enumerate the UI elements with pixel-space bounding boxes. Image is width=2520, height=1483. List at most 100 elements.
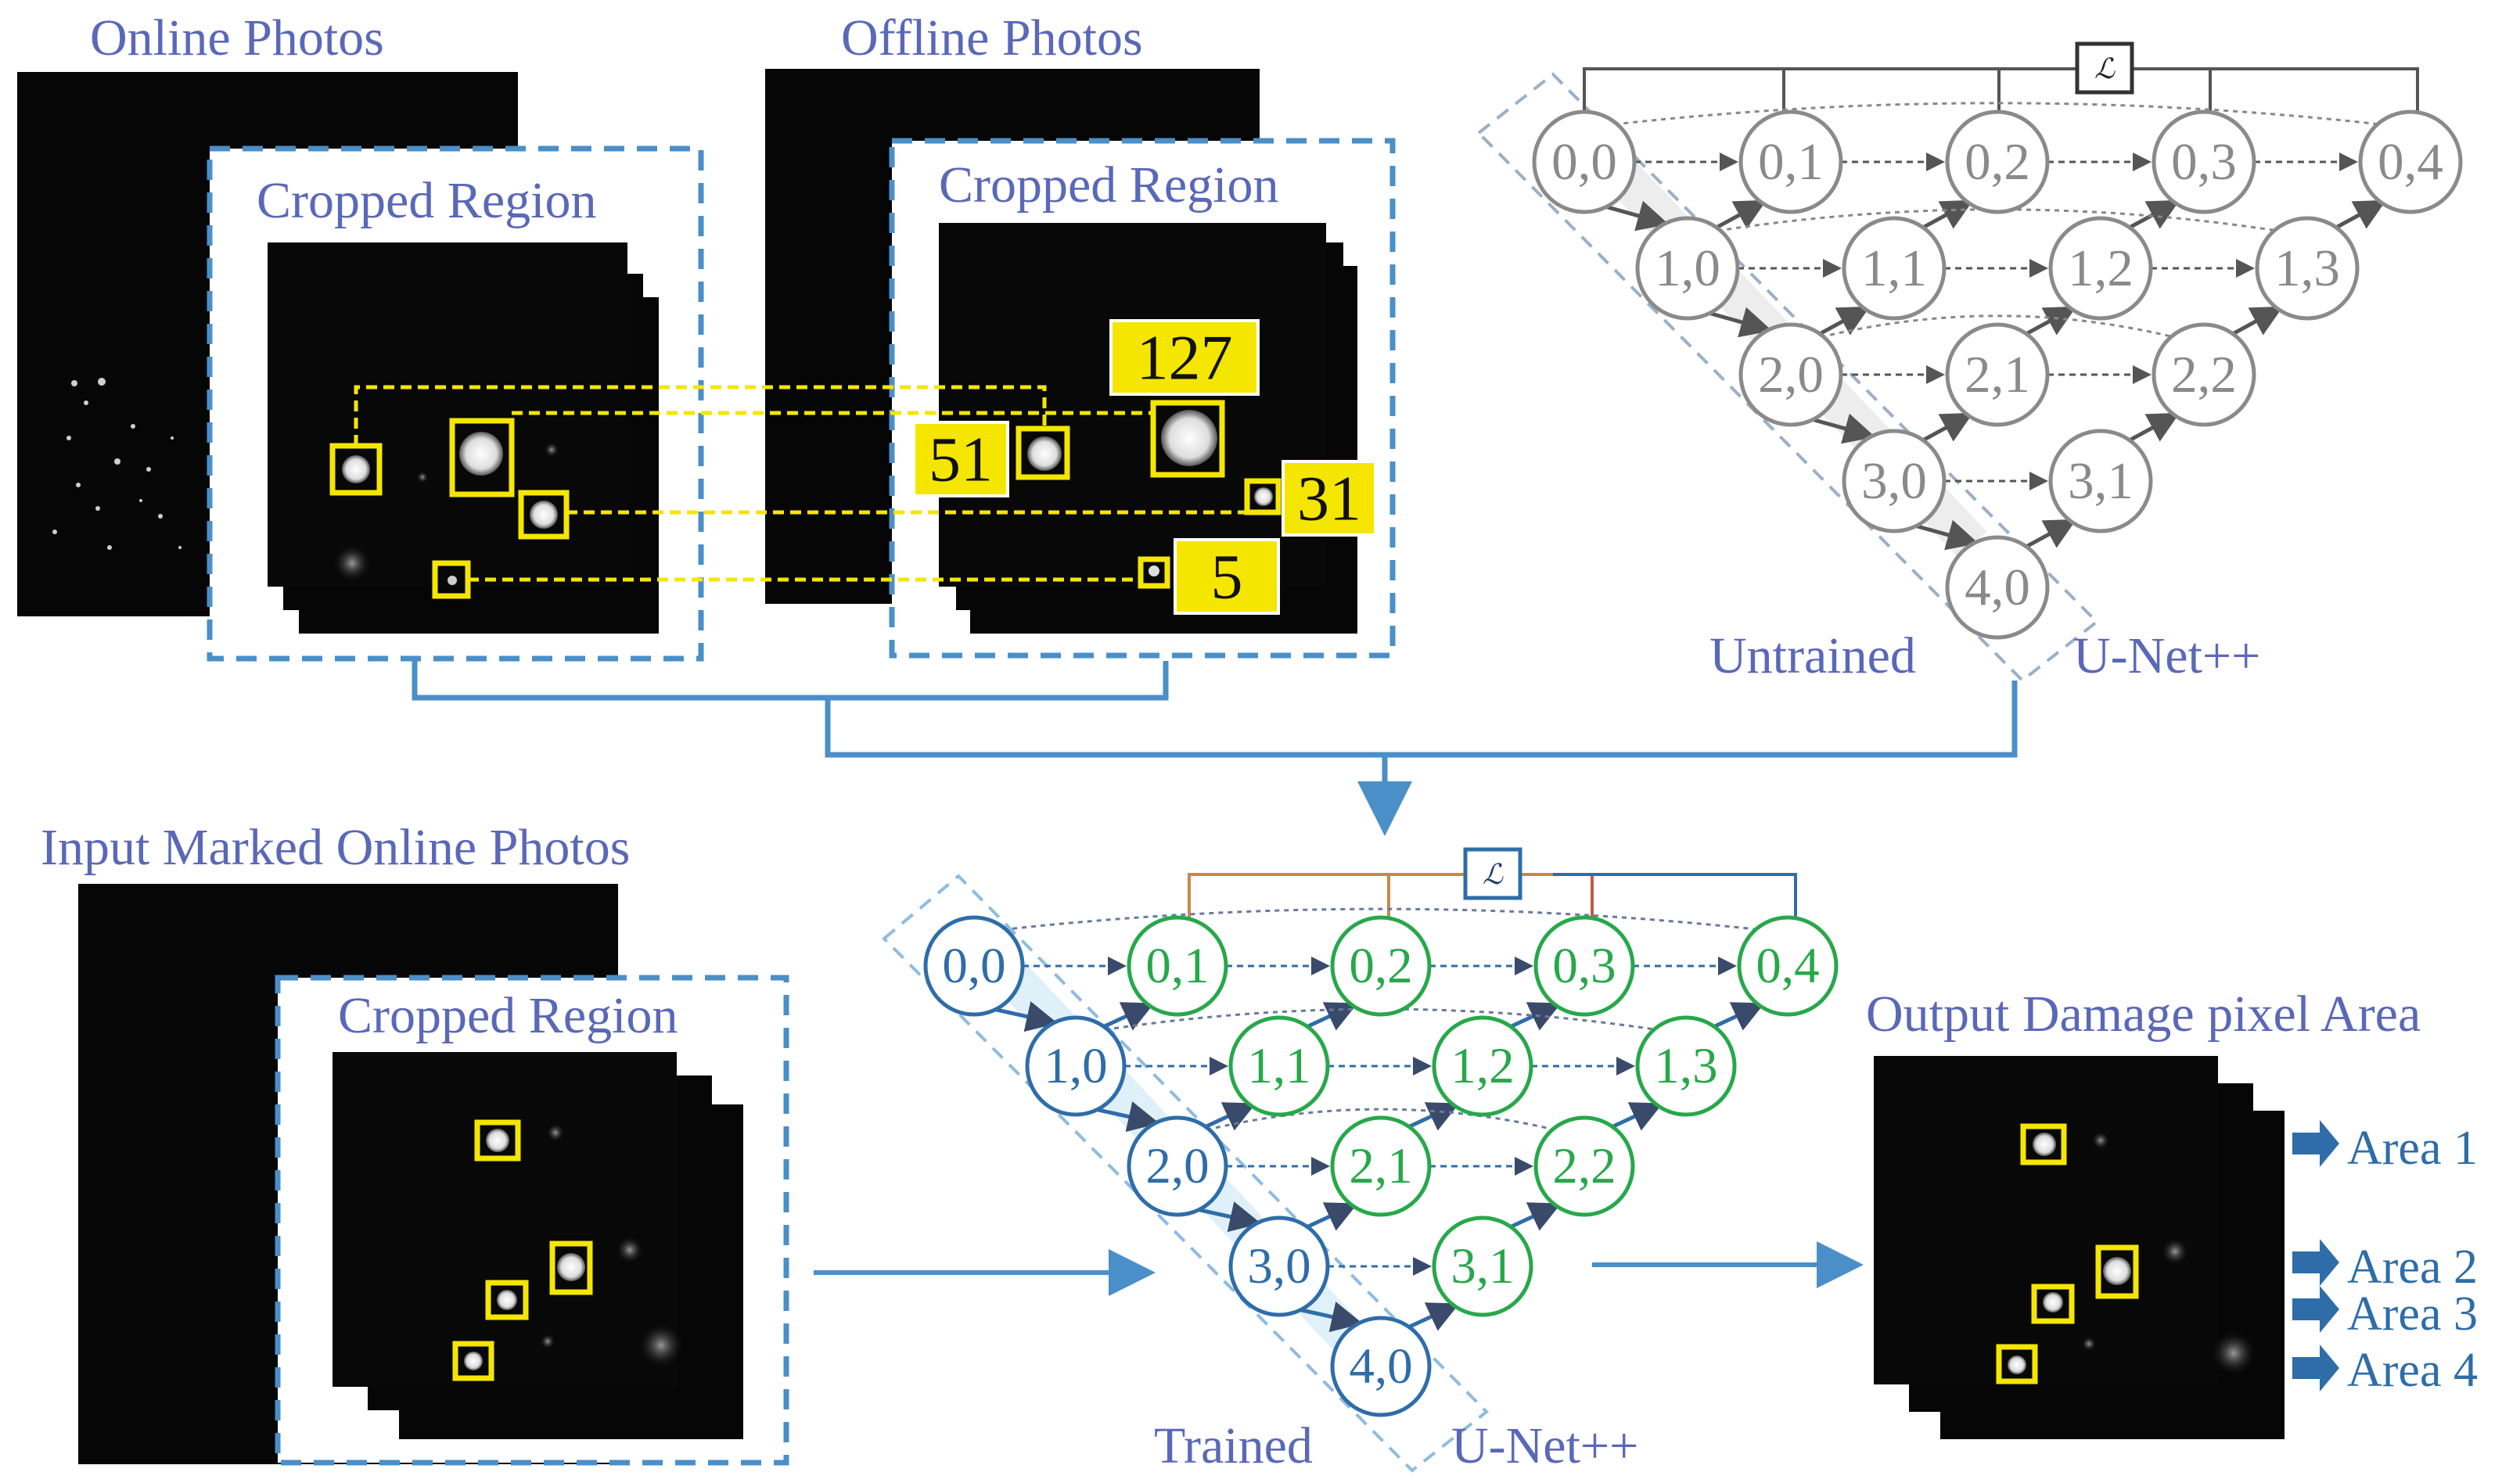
unet-node — [2152, 110, 2256, 214]
online-photos-label: Online Photos — [90, 9, 384, 66]
arrow-right-icon — [2292, 1345, 2339, 1391]
unet-node-label: 0,1 — [1758, 133, 1824, 191]
unet-node — [1127, 915, 1228, 1017]
unet-node — [1635, 216, 1740, 321]
unet-node — [923, 915, 1025, 1017]
unet-node — [1533, 915, 1635, 1017]
unet-node — [1737, 915, 1839, 1017]
online-photos-panel: Online Photos Cropped Region — [17, 9, 704, 662]
unet-node-label: 1,1 — [1247, 1038, 1310, 1094]
output-panel: Output Damage pixel Area Area 1 Area 2 A… — [1866, 986, 2478, 1439]
untrained-label: Untrained — [1709, 627, 1916, 684]
cropped-region-label-2: Cropped Region — [939, 156, 1278, 214]
defect-label-5: 5 — [1211, 541, 1243, 612]
loss-icon-bottom: ℒ — [1483, 859, 1504, 890]
unet-node-label: 4,0 — [1349, 1338, 1412, 1395]
area-labels: Area 1 Area 2 Area 3 Area 4 — [2292, 1120, 2478, 1397]
unet-node — [1635, 1015, 1737, 1117]
unet-node-label: 0,3 — [2171, 133, 2237, 191]
arrow-right-icon — [2292, 1286, 2339, 1333]
unet-node-label: 2,2 — [2171, 346, 2237, 404]
unet-node-label: 2,1 — [1349, 1138, 1412, 1194]
merge-connectors — [412, 661, 2018, 836]
correspondence-lines — [354, 385, 1247, 582]
offline-photos-label: Offline Photos — [841, 9, 1143, 66]
output-area-label: Output Damage pixel Area — [1866, 986, 2421, 1043]
unet-node — [2358, 110, 2463, 214]
unet-node-label: 1,0 — [1044, 1038, 1107, 1094]
defect-label-51: 51 — [929, 424, 993, 495]
unet-node — [1025, 1015, 1127, 1117]
unet-node-label: 0,2 — [1349, 938, 1412, 994]
unet-node-label: 0,1 — [1145, 938, 1209, 994]
unet-node-label: 0,4 — [2378, 133, 2443, 191]
defect-label-31: 31 — [1297, 463, 1361, 534]
area-label-2: Area 2 — [2347, 1241, 2478, 1294]
unet-node-label: 0,0 — [942, 938, 1005, 994]
unet-node — [1945, 322, 2050, 427]
unet-node — [1228, 1015, 1330, 1117]
unet-node-label: 3,1 — [1451, 1238, 1514, 1294]
unet-node-label: 1,3 — [1654, 1038, 1717, 1094]
unet-node-label: 0,0 — [1551, 133, 1617, 191]
unet-node-label: 2,1 — [1965, 346, 2030, 404]
unet-node-label: 3,0 — [1247, 1238, 1310, 1294]
unet-node-label: 2,0 — [1758, 346, 1824, 404]
unet-node-label: 3,0 — [1861, 452, 1927, 510]
unet-node-label: 1,0 — [1655, 239, 1720, 297]
unet-node — [1842, 216, 1947, 321]
untrained-unet-graph: 0,0 0,1 0,2 0,3 0,4 1,0 1,1 1,2 1,3 2,0 2,1 2,2 3,0 3… — [1532, 102, 2463, 640]
area-label-4: Area 4 — [2347, 1344, 2478, 1397]
input-crop-front — [333, 1052, 677, 1387]
unet-top-label: U-Net++ — [2073, 627, 2260, 684]
unet-node-label: 0,2 — [1965, 133, 2030, 191]
input-marked-label: Input Marked Online Photos — [41, 819, 630, 876]
untrained-unet-panel: ℒ 0,0 0,1 0,2 0,3 0,4 1,0 1,1 1,2 1,3 2,0 2,1 2,2 3,… — [1476, 41, 2463, 684]
unet-bottom-label: U-Net++ — [1451, 1417, 1638, 1474]
arrow-right-icon — [2292, 1239, 2339, 1286]
unet-node-label: 1,2 — [2068, 239, 2134, 297]
unet-node — [1532, 110, 1637, 214]
arrow-right-icon — [2292, 1120, 2339, 1167]
offline-defect-markers — [1016, 400, 1282, 589]
area-label-1: Area 1 — [2347, 1122, 2478, 1175]
output-crop-front — [1874, 1056, 2218, 1384]
unet-node — [2152, 322, 2256, 427]
unet-node — [1533, 1115, 1635, 1217]
unet-node — [1330, 1115, 1432, 1217]
unet-node-label: 3,1 — [2068, 452, 2134, 510]
input-marked-panel: Input Marked Online Photos Cropped Regio… — [41, 819, 789, 1466]
unet-node — [1432, 1015, 1533, 1117]
output-defect-markers — [1996, 1123, 2139, 1384]
unet-node-label: 1,3 — [2274, 239, 2340, 297]
defect-label-127: 127 — [1137, 322, 1233, 393]
unet-node-label: 2,2 — [1552, 1138, 1616, 1194]
unet-node — [1738, 110, 1843, 214]
trained-label: Trained — [1154, 1417, 1313, 1474]
unet-node — [1945, 110, 2050, 214]
unet-node — [1330, 1316, 1432, 1417]
area-label-3: Area 3 — [2347, 1287, 2478, 1341]
unet-node — [1228, 1215, 1330, 1317]
unet-node-label: 1,1 — [1861, 239, 1927, 297]
unet-node — [1738, 322, 1843, 427]
unet-node-label: 1,2 — [1451, 1038, 1514, 1094]
online-photo-speckles — [52, 378, 182, 550]
loss-icon-top: ℒ — [2094, 53, 2116, 84]
input-defect-markers — [452, 1119, 593, 1381]
unet-node — [1945, 535, 2050, 640]
offline-crop-front — [939, 223, 1326, 587]
unet-node — [1330, 915, 1432, 1017]
unet-node — [2048, 216, 2153, 321]
unet-node-label: 4,0 — [1965, 558, 2030, 616]
offline-photos-panel: Offline Photos Cropped Region 127 51 31 … — [765, 9, 1396, 659]
cropped-region-label-1: Cropped Region — [257, 172, 596, 229]
unet-node — [1432, 1215, 1533, 1317]
defect-number-labels: 127 51 31 5 — [912, 319, 1377, 615]
unet-node-label: 2,0 — [1145, 1138, 1209, 1194]
cropped-region-label-3: Cropped Region — [338, 987, 678, 1044]
unet-node-label: 0,3 — [1552, 938, 1616, 994]
